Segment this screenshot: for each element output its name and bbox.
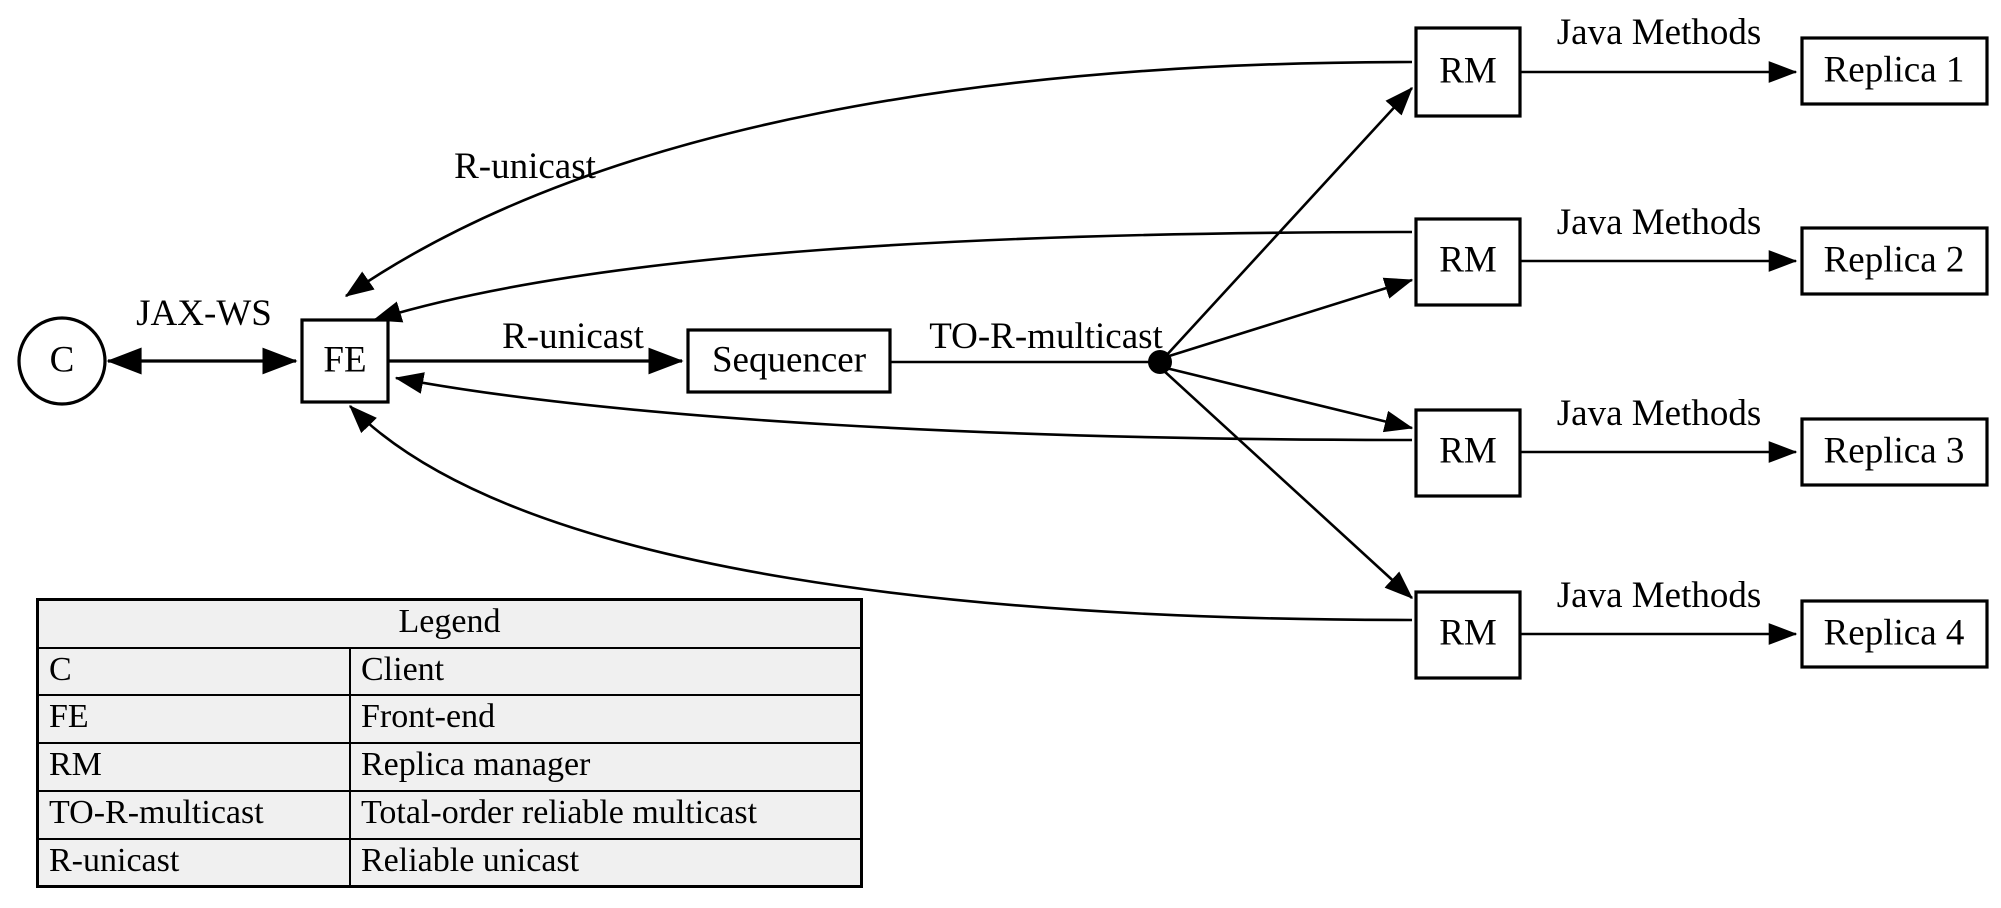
node-sequencer-label: Sequencer bbox=[712, 339, 866, 380]
edge-junction-rm-2 bbox=[1165, 277, 1414, 359]
legend-key: TO-R-multicast bbox=[39, 789, 351, 840]
edge-label-r-unicast-forward: R-unicast bbox=[502, 316, 645, 357]
legend-key: C bbox=[39, 646, 351, 697]
edge-rm3-frontend-return bbox=[394, 372, 1413, 442]
legend-row: TO-R-multicast Total-order reliable mult… bbox=[39, 789, 860, 840]
node-replica-manager-2[interactable] bbox=[1414, 217, 1522, 307]
node-replica-manager-4[interactable] bbox=[1414, 590, 1522, 680]
legend-key: FE bbox=[39, 694, 351, 745]
node-replica-manager-4-label: RM bbox=[1439, 612, 1497, 653]
edge-label-java-methods-4: Java Methods bbox=[1557, 575, 1762, 616]
edge-junction-rm-3 bbox=[1165, 366, 1414, 433]
legend-value: Client bbox=[349, 646, 860, 697]
legend-title-row: Legend bbox=[39, 601, 860, 649]
edge-rm4-frontend-return bbox=[349, 405, 1413, 622]
node-replica-2[interactable] bbox=[1800, 226, 1989, 296]
legend-table: Legend C Client FE Front-end RM Replica … bbox=[36, 598, 863, 889]
legend-title: Legend bbox=[39, 601, 860, 649]
legend-value: Total-order reliable multicast bbox=[349, 789, 860, 840]
node-replica-manager-1-label: RM bbox=[1439, 50, 1497, 91]
edge-label-jax-ws: JAX-WS bbox=[136, 293, 272, 334]
legend-row: FE Front-end bbox=[39, 694, 860, 745]
node-replica-1-label: Replica 1 bbox=[1824, 49, 1965, 90]
edge-label-java-methods-3: Java Methods bbox=[1557, 393, 1762, 434]
edge-label-java-methods-2: Java Methods bbox=[1557, 202, 1762, 243]
legend-value: Front-end bbox=[349, 694, 860, 745]
edge-label-r-unicast-return: R-unicast bbox=[454, 146, 597, 187]
legend-key: RM bbox=[39, 742, 351, 792]
legend-value: Replica manager bbox=[349, 742, 860, 792]
legend-value: Reliable unicast bbox=[349, 837, 860, 886]
legend-key: R-unicast bbox=[39, 837, 351, 886]
legend-row: C Client bbox=[39, 646, 860, 697]
multicast-junction-dot bbox=[1148, 350, 1172, 374]
node-sequencer[interactable] bbox=[686, 328, 892, 394]
node-replica-2-label: Replica 2 bbox=[1824, 239, 1965, 280]
edge-junction-rm-1 bbox=[1163, 87, 1413, 359]
edge-rm2-frontend-return bbox=[372, 230, 1413, 323]
node-replica-1[interactable] bbox=[1800, 36, 1989, 106]
node-replica-manager-3[interactable] bbox=[1414, 408, 1522, 498]
edge-junction-rm-4 bbox=[1162, 369, 1413, 599]
node-replica-4[interactable] bbox=[1800, 599, 1989, 669]
edge-label-java-methods-1: Java Methods bbox=[1557, 12, 1762, 53]
node-replica-manager-1[interactable] bbox=[1414, 26, 1522, 118]
legend-row: R-unicast Reliable unicast bbox=[39, 837, 860, 886]
edge-label-to-r-multicast: TO-R-multicast bbox=[929, 316, 1163, 357]
node-front-end-label: FE bbox=[323, 339, 366, 380]
edge-rm1-frontend-return bbox=[344, 60, 1413, 298]
node-front-end[interactable] bbox=[300, 318, 390, 404]
node-replica-3[interactable] bbox=[1800, 417, 1989, 487]
node-client[interactable] bbox=[17, 316, 107, 406]
node-replica-4-label: Replica 4 bbox=[1824, 612, 1965, 653]
legend-row: RM Replica manager bbox=[39, 742, 860, 792]
node-replica-manager-2-label: RM bbox=[1439, 239, 1497, 280]
node-replica-3-label: Replica 3 bbox=[1824, 430, 1965, 471]
node-replica-manager-3-label: RM bbox=[1439, 430, 1497, 471]
node-client-label: C bbox=[50, 339, 75, 380]
